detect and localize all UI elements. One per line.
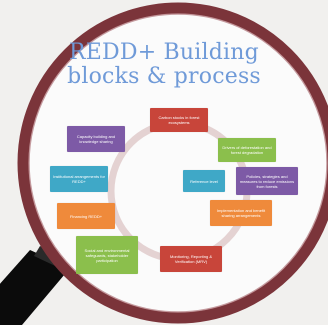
box-drivers: Drivers of deforestation and forest degr… — [218, 138, 276, 162]
box-institutional: Institutional arrangements for REDD+ — [50, 166, 108, 192]
diagram-title-line1: REDD+ Building — [69, 40, 259, 65]
box-policies: Policies, strategies and measures to red… — [236, 167, 298, 195]
box-implementation: Implementation and benefit sharing arran… — [210, 200, 272, 226]
diagram-title-line2: blocks & process — [67, 64, 261, 89]
box-carbon-stocks: Carbon stocks in forest ecosystems — [150, 108, 208, 132]
box-mrv: Monitoring, Reporting & Verification (MR… — [160, 246, 222, 272]
magnifier-ring — [17, 2, 328, 324]
box-financing: Financing REDD+ — [57, 203, 115, 229]
box-capacity: Capacity building and knowledge sharing — [67, 126, 125, 152]
box-reference-level: Reference level — [183, 170, 225, 192]
box-safeguards: Social and environmental safeguards, sta… — [76, 236, 138, 274]
